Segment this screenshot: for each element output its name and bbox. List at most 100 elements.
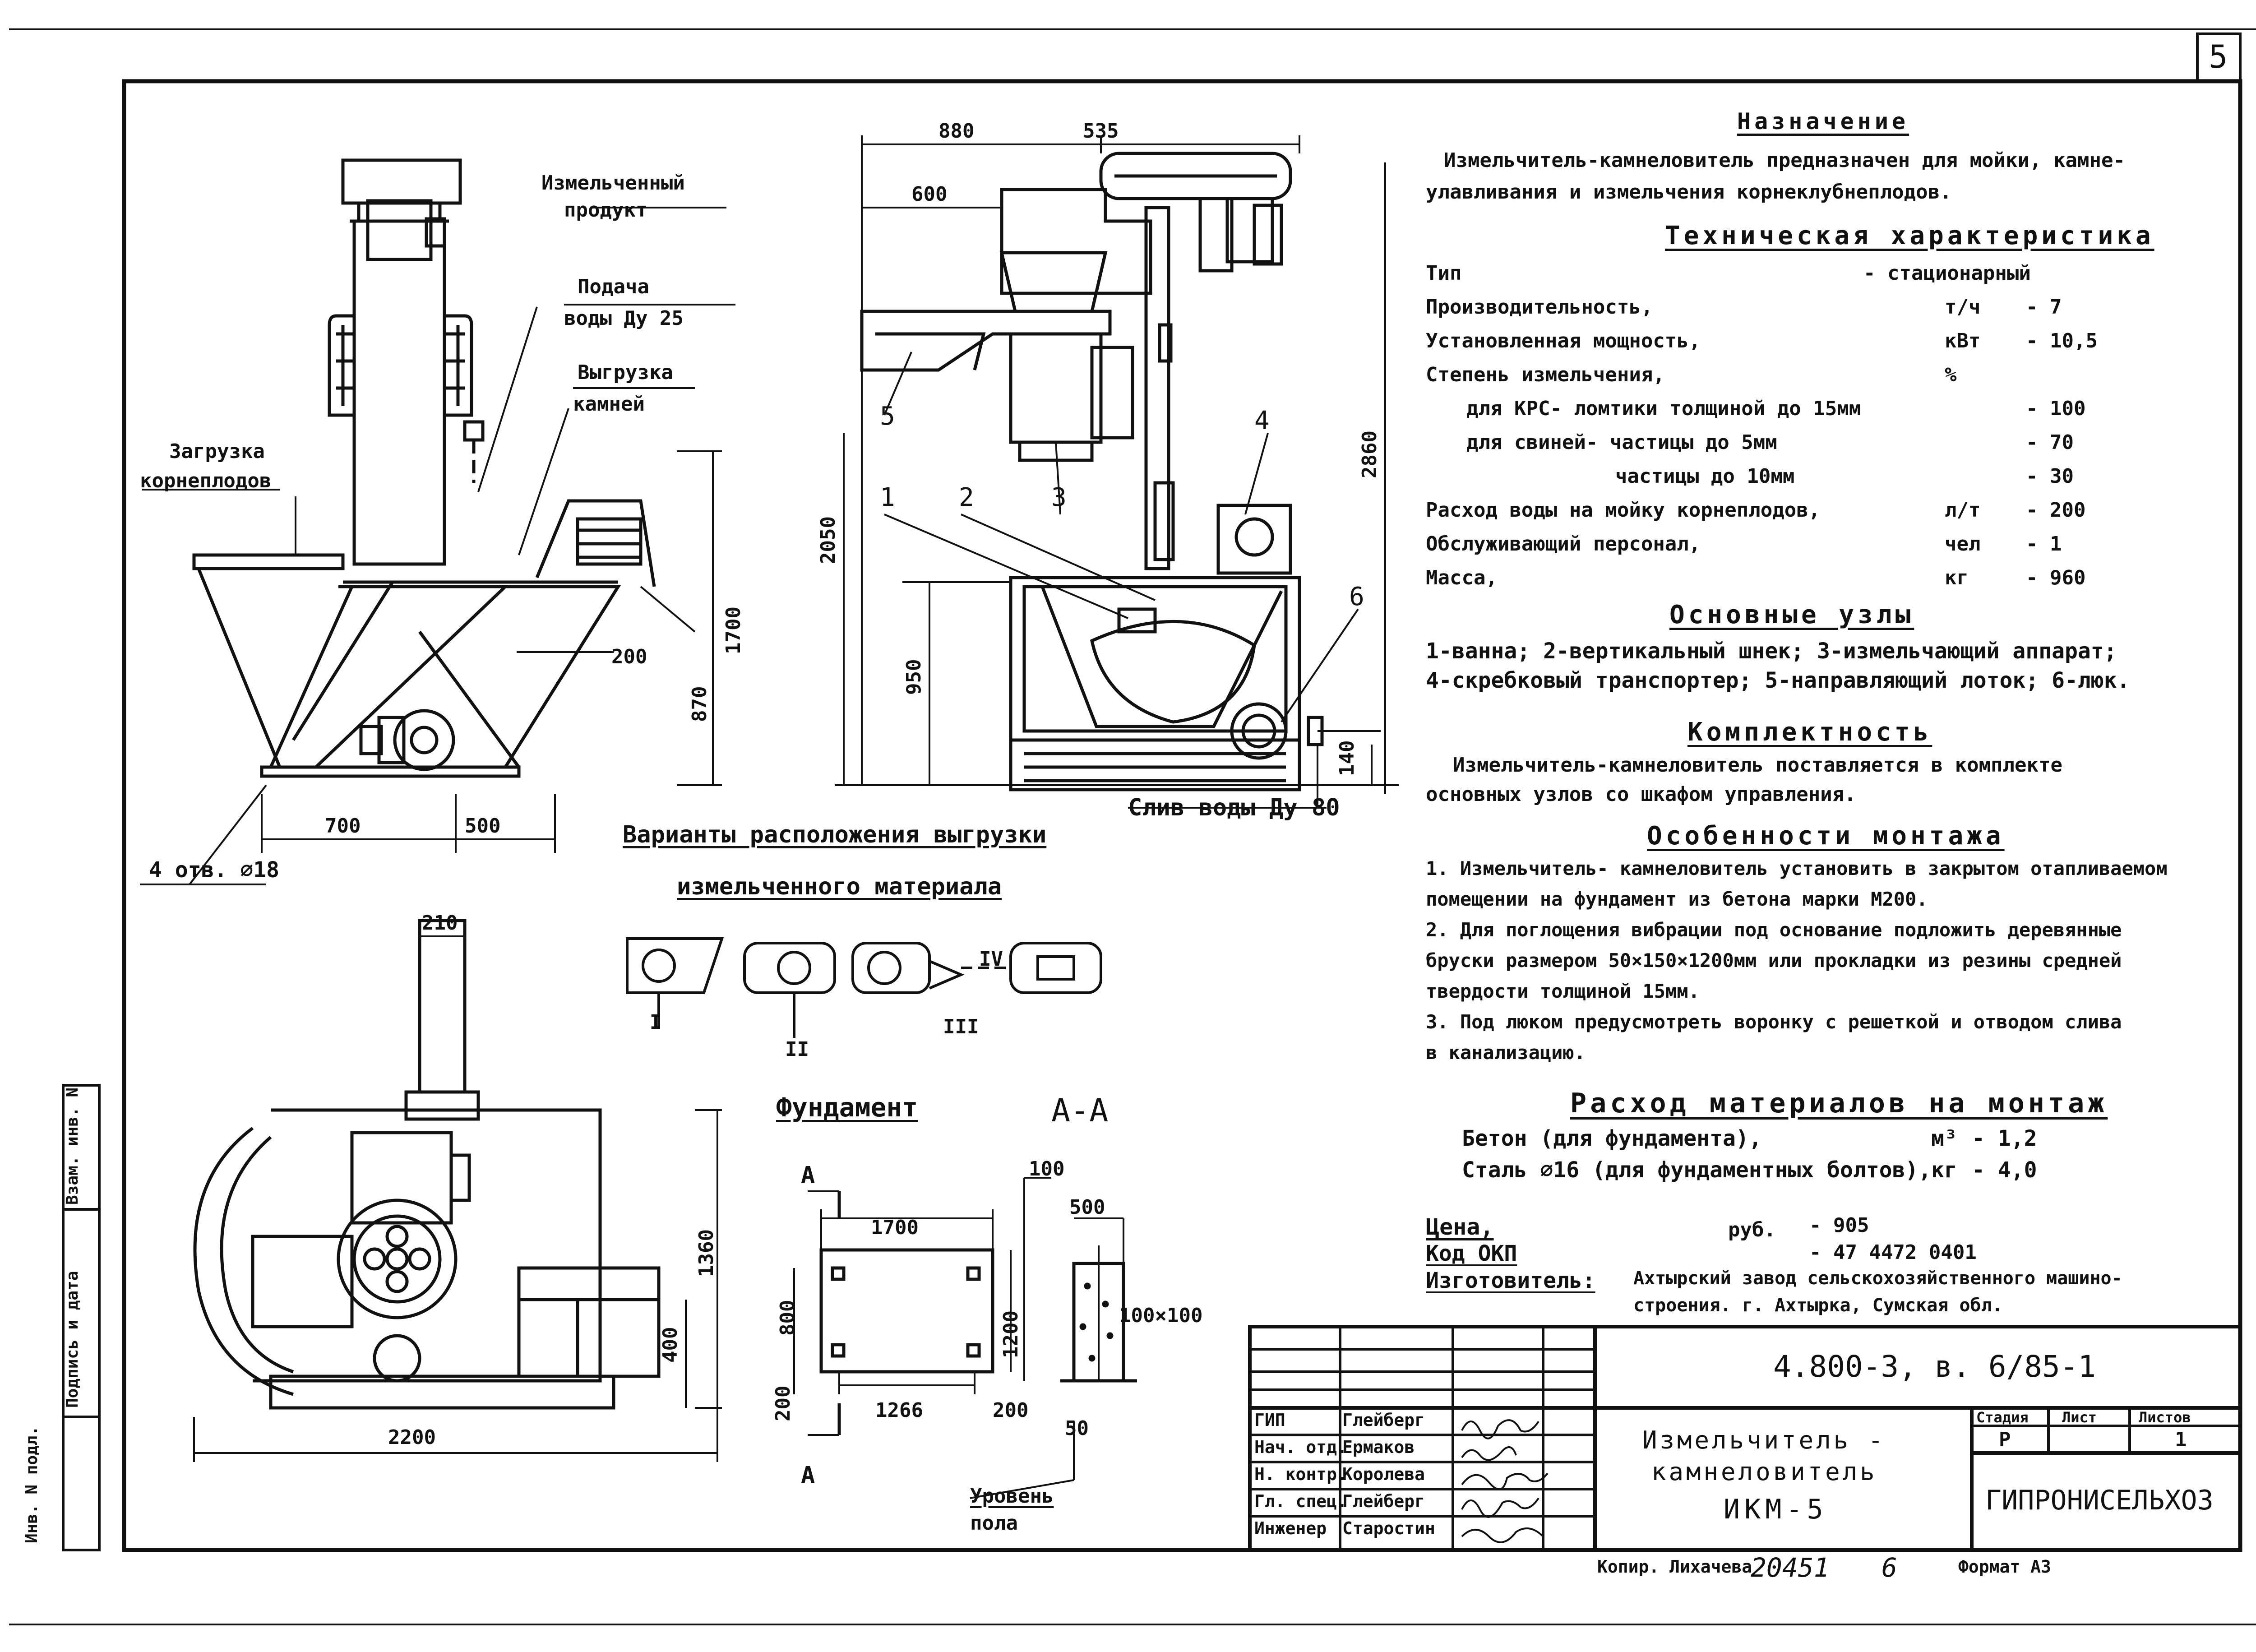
sheet-frame — [122, 79, 2242, 1552]
dim-200a: 200 — [611, 645, 647, 668]
org-name: ГИПРОНИСЕЛЬХОЗ — [1985, 1485, 2214, 1516]
materials-row-value: - 4,0 — [1972, 1157, 2037, 1183]
dim-600: 600 — [911, 183, 948, 206]
side-view — [835, 135, 1399, 809]
signatures — [1461, 1419, 1549, 1543]
footer-format: Формат А3 — [1958, 1557, 2051, 1577]
tech-row-label: Производительность, — [1426, 296, 1653, 319]
unload-variants — [626, 937, 1102, 1038]
label-crushed-product: Измельченный — [541, 171, 685, 194]
sheet-number-box — [2196, 32, 2242, 83]
label-variants-2: измельченного материала — [677, 873, 1002, 900]
dim-870: 870 — [688, 686, 711, 722]
tech-heading: Техническая характеристика — [1665, 221, 2154, 250]
callout-6: 6 — [1349, 582, 1364, 611]
staff-role: Н. контр. — [1254, 1464, 1347, 1484]
title-line-1: Измельчитель - — [1642, 1426, 1886, 1454]
title-line-3: ИКМ-5 — [1724, 1494, 1828, 1525]
okp-value: - 47 4472 0401 — [1809, 1241, 1977, 1264]
label-roman-1: I — [650, 1011, 662, 1034]
price-unit: руб. — [1728, 1218, 1776, 1241]
maker-line-1: Ахтырский завод сельскохозяйственного ма… — [1633, 1268, 2122, 1289]
staff-name: Старостин — [1342, 1518, 1435, 1538]
side-stamp-lines — [62, 1084, 101, 1551]
dim-210: 210 — [422, 912, 458, 935]
completeness-line-1: Измельчитель-камнеловитель поставляется … — [1453, 754, 2063, 777]
tech-row-label: частицы до 10мм — [1615, 465, 1795, 488]
sheet-number: 5 — [2209, 38, 2228, 75]
purpose-line-1: Измельчитель-камнеловитель предназначен … — [1444, 149, 2125, 172]
completeness-heading: Комплектность — [1687, 717, 1932, 747]
dim-1360: 1360 — [695, 1229, 718, 1277]
staff-role: ГИП — [1254, 1410, 1285, 1430]
materials-row-label: Сталь ⌀16 (для фундаментных болтов), — [1462, 1157, 1932, 1183]
dim-2200: 2200 — [388, 1426, 436, 1449]
callout-5: 5 — [880, 402, 895, 431]
label-roman-2: II — [785, 1038, 809, 1061]
mounting-line: помещении на фундамент из бетона марки М… — [1426, 888, 1928, 910]
mounting-line: 3. Под люком предусмотреть воронку с реш… — [1426, 1011, 2122, 1033]
foundation-plan — [793, 1190, 1012, 1436]
maker-label: Изготовитель: — [1426, 1268, 1595, 1293]
okp-label: Код ОКП — [1426, 1241, 1517, 1266]
price-label: Цена, — [1426, 1214, 1494, 1240]
label-variants-1: Варианты расположения выгрузки — [623, 821, 1047, 848]
tech-row-value: - 960 — [2026, 566, 2086, 589]
label-root-load: Загрузка — [169, 440, 265, 463]
callout-3: 3 — [1051, 483, 1067, 512]
section-a-a — [970, 1177, 1137, 1499]
front-view — [140, 158, 735, 885]
label-root-load-2: корнеплодов — [140, 469, 272, 492]
nodes-line-2: 4-скребковый транспортер; 5-направляющий… — [1426, 668, 2130, 693]
label-water-supply: Подача — [578, 275, 649, 298]
materials-row-unit: кг — [1931, 1157, 1957, 1183]
staff-name: Глейберг — [1342, 1491, 1425, 1511]
dim-2860: 2860 — [1358, 430, 1381, 478]
dim-140: 140 — [1336, 740, 1359, 776]
tech-row-label: Тип — [1426, 262, 1462, 285]
sheet-label: Лист — [2062, 1409, 2097, 1426]
maker-line-2: строения. г. Ахтырка, Сумская обл. — [1633, 1295, 2003, 1316]
label-holes: 4 отв. ⌀18 — [149, 857, 279, 883]
dim-400: 400 — [659, 1327, 682, 1363]
dim-880: 880 — [938, 120, 975, 143]
materials-row-unit: м³ — [1931, 1126, 1957, 1151]
dim-1266: 1266 — [875, 1399, 923, 1422]
plan-view — [193, 919, 722, 1462]
callout-4: 4 — [1254, 406, 1270, 435]
label-drain: Слив воды Ду 80 — [1128, 794, 1340, 821]
label-roman-3: III — [943, 1015, 979, 1038]
dim-800: 800 — [776, 1300, 799, 1336]
completeness-line-2: основных узлов со шкафом управления. — [1426, 783, 1856, 806]
stage-value: Р — [1999, 1428, 2011, 1451]
dim-1700v: 1700 — [722, 606, 745, 654]
materials-row-value: - 1,2 — [1972, 1126, 2037, 1151]
dim-200b: 200 — [772, 1385, 795, 1421]
label-stone-unload-2: камней — [573, 393, 645, 416]
label-stone-unload: Выгрузка — [578, 361, 673, 384]
purpose-heading: Назначение — [1737, 108, 1909, 134]
dim-500a: 500 — [465, 814, 501, 838]
callout-1: 1 — [880, 483, 895, 512]
title-block-lines — [1248, 1325, 2242, 1552]
dim-1200: 1200 — [999, 1310, 1022, 1358]
price-value: - 905 — [1809, 1214, 1869, 1237]
dim-200c: 200 — [993, 1399, 1029, 1422]
staff-name: Глейберг — [1342, 1410, 1425, 1430]
mounting-line: 1. Измельчитель- камнеловитель установит… — [1426, 857, 2168, 879]
tech-row-label: Расход воды на мойку корнеплодов, — [1426, 499, 1821, 522]
callout-2: 2 — [959, 483, 974, 512]
dim-500b: 500 — [1069, 1196, 1105, 1219]
footer-copied: Копир. Лихачева — [1597, 1557, 1752, 1577]
nodes-heading: Основные узлы — [1669, 600, 1914, 629]
tech-row-value: - 70 — [2026, 431, 2074, 454]
tech-row-label: для КРС- ломтики толщиной до 15мм — [1466, 397, 1861, 420]
label-section-a-top: А — [801, 1162, 815, 1189]
mounting-line: твердости толщиной 15мм. — [1426, 980, 1700, 1002]
purpose-line-2: улавливания и измельчения корнеклубнепло… — [1426, 180, 1952, 204]
tech-row-value: - 200 — [2026, 499, 2086, 522]
staff-role: Гл. спец. — [1254, 1491, 1347, 1511]
mounting-line: в канализацию. — [1426, 1041, 1586, 1064]
dim-100: 100 — [1029, 1157, 1065, 1180]
stamp-sign-date: Подпись и дата — [63, 1271, 82, 1408]
